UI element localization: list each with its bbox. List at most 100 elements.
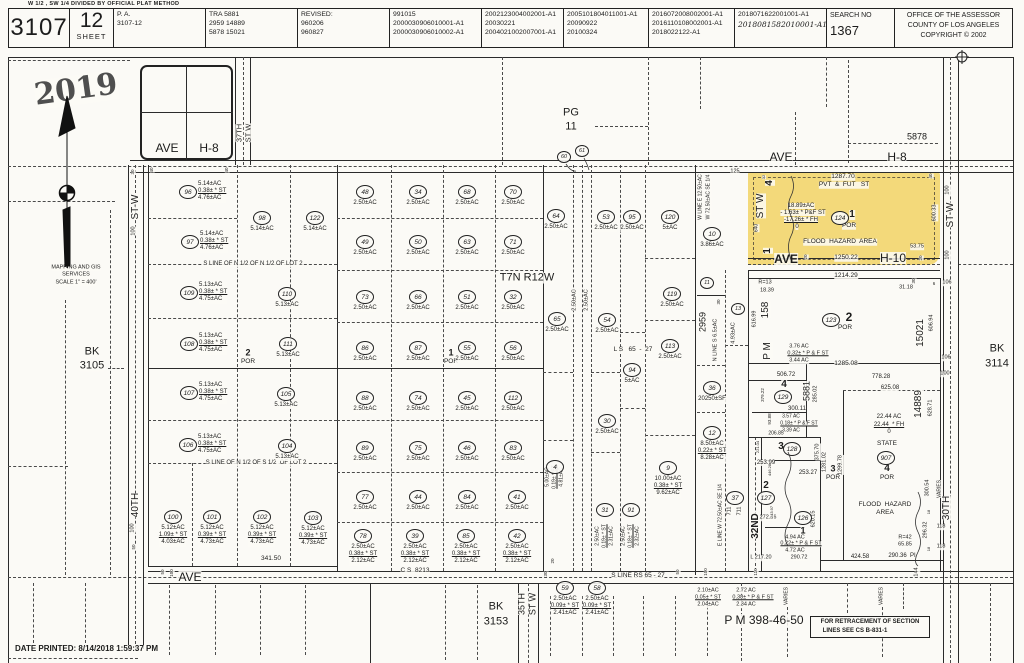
map-line — [290, 165, 291, 566]
parcel-circle-907: 907 — [877, 451, 895, 465]
parcel-circle-31: 31 — [596, 503, 614, 517]
parcel-label-119: 2.50±AC — [660, 302, 684, 310]
parcel-label-73: 2.50±AC — [353, 305, 377, 313]
label-0-18-st: 0.18± * ST — [627, 524, 634, 548]
label-1: 1 — [762, 248, 773, 254]
map-line — [748, 270, 940, 271]
label-375-70: 375.70 — [814, 443, 821, 461]
parcel-circle-48: 48 — [356, 185, 374, 199]
map-book-number: 3107 — [10, 14, 68, 42]
map-line — [337, 522, 543, 523]
map-line — [620, 165, 621, 571]
map-line — [8, 166, 1013, 167]
parcel-circle-45: 45 — [458, 391, 476, 405]
parcel-circle-59: 59 — [556, 581, 574, 595]
map-line — [148, 218, 237, 219]
map-line — [582, 165, 583, 571]
map-line — [110, 210, 111, 575]
label-40: 40 — [223, 167, 230, 173]
label-1299-78: 1299.78 — [837, 455, 844, 475]
label-253-27: 253.27 — [798, 470, 818, 476]
label-ave: AVE — [774, 252, 798, 266]
map-line — [725, 345, 748, 346]
map-line — [8, 60, 130, 61]
parcel-label-84: 2.50±AC — [455, 505, 479, 513]
parcel-circle-10: 10 — [703, 227, 721, 241]
label-4-93-ac: 4.93±AC — [730, 322, 737, 344]
parcel-label-45: 2.50±AC — [455, 406, 479, 414]
label-flood-hazard-area: FLOOD HAZARD AREA — [803, 237, 877, 246]
label-2-50-ac: 2.50±AC — [583, 289, 590, 311]
label-22-44-fh: 22.44 * FH — [873, 422, 905, 428]
label-30: 30 — [129, 169, 136, 175]
label-11: 11 — [565, 120, 577, 133]
label-506-72: 506.72 — [776, 372, 796, 378]
label-3114: 3114 — [985, 357, 1009, 370]
label-31-18: 31.18 — [899, 284, 913, 291]
label-2: 2 — [845, 310, 853, 324]
parcel-label-64: 2.50±AC — [544, 224, 568, 232]
label-por: POR — [825, 473, 841, 482]
parcel-circle-83: 83 — [504, 441, 522, 455]
parcel-circle-109: 109 — [180, 286, 198, 300]
parcel-circle-13: 13 — [731, 303, 745, 315]
parcel-label-55: 2.50±AC — [455, 356, 479, 364]
label-40th: 40TH — [130, 492, 141, 518]
label-1: 1 — [800, 525, 806, 536]
label-32: 32 — [761, 174, 766, 180]
label-1214-29: 1214.29 — [834, 271, 858, 280]
label-20: 20 — [802, 254, 809, 260]
map-line — [305, 585, 306, 655]
parcel-circle-105: 105 — [277, 387, 295, 401]
map-line — [645, 165, 646, 571]
label-100: 100 — [944, 185, 951, 195]
label-221-04: 221.04 — [755, 440, 760, 454]
map-line — [1013, 57, 1014, 663]
label-600-33: 600.33 — [931, 204, 938, 222]
label-t7n-r12w: T7N R12W — [499, 271, 555, 284]
label-37th: 37TH — [234, 123, 244, 143]
label-ave: AVE — [178, 570, 202, 584]
parcel-label-113: 2.50±AC — [658, 354, 682, 362]
search-no-cell: SEARCH NO 1367 — [826, 9, 894, 47]
map-line — [573, 165, 574, 571]
map-line — [337, 218, 543, 219]
label-scale-1-400: SCALE 1" = 400' — [55, 279, 97, 286]
label-varies: VARIES — [783, 587, 790, 605]
label-2-50-ac: 2.50±AC — [620, 526, 627, 546]
parcel-label-56: 2.50±AC — [501, 356, 525, 364]
parcel-circle-63: 63 — [458, 235, 476, 249]
label-2: 2 — [763, 480, 769, 491]
map-line — [260, 585, 261, 655]
map-line — [725, 270, 726, 571]
parcel-circle-94: 94 — [623, 363, 641, 377]
map-line — [528, 583, 529, 663]
parcel-circle-41: 41 — [508, 490, 526, 504]
map-line — [337, 472, 543, 473]
parcel-label-36: 20250±SF — [698, 396, 726, 404]
map-line — [700, 57, 701, 109]
label-30: 30 — [542, 571, 549, 577]
map-line — [543, 165, 544, 571]
label-for-retracement-of-section: FOR RETRACEMENT OF SECTION — [820, 619, 920, 625]
label-50: 50 — [674, 569, 681, 575]
parcel-circle-108: 108 — [180, 337, 198, 351]
map-line — [990, 583, 991, 661]
map-line — [843, 390, 844, 560]
parcel-circle-88: 88 — [356, 391, 374, 405]
map-line — [192, 463, 193, 566]
parcel-circle-85: 85 — [457, 529, 475, 543]
label-3: 3 — [778, 441, 784, 452]
parcel-circle-122: 122 — [306, 211, 324, 225]
label-0-05-st: 0.05± * ST — [695, 594, 721, 601]
parcel-circle-102: 102 — [253, 510, 271, 524]
parcel-circle-86: 86 — [356, 341, 374, 355]
map-line — [748, 437, 820, 438]
map-line — [337, 420, 543, 421]
